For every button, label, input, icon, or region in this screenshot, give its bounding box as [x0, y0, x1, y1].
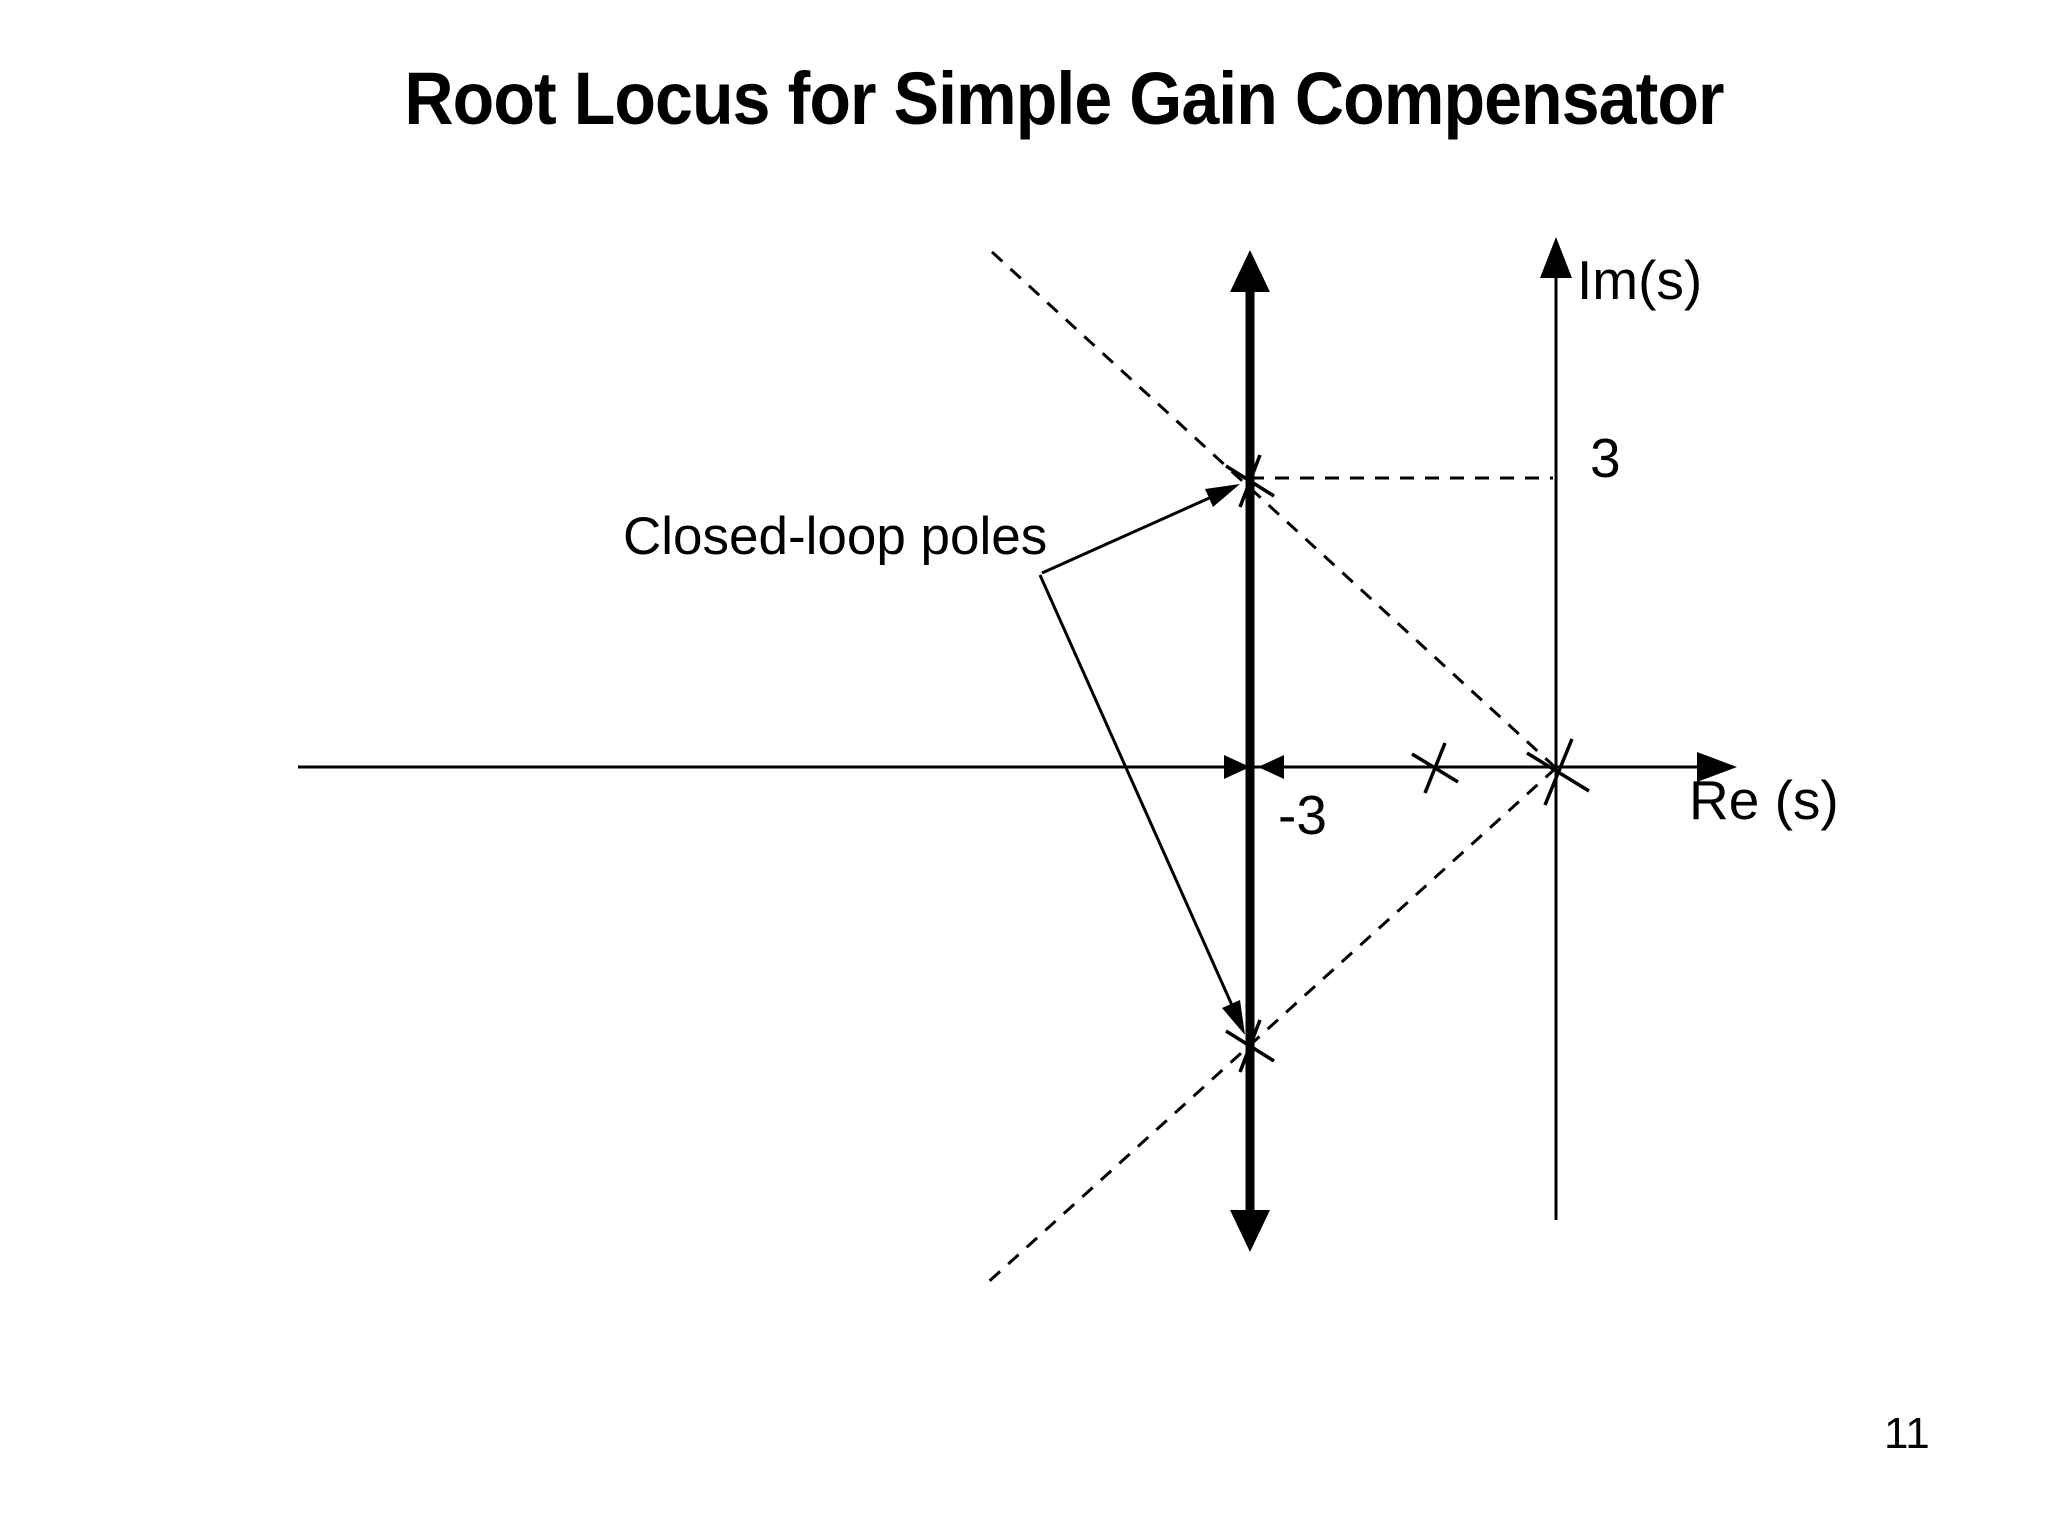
- annotation-pointer-lower-arrowhead-icon: [1222, 1000, 1245, 1035]
- locus-realaxis-left-arrowhead-icon: [1258, 755, 1284, 779]
- re-axis-label: Re (s): [1689, 769, 1839, 831]
- annotation-pointer-upper-line: [1041, 493, 1217, 575]
- closed-loop-poles-annotation: Closed-loop poles: [623, 507, 1048, 566]
- damping-guide-upper-dashed-line: [990, 250, 1558, 770]
- annotation-pointer-upper-arrowhead-icon: [1205, 484, 1240, 507]
- im-tick-label-3: 3: [1590, 427, 1621, 489]
- re-axis-arrowhead-icon: [1697, 752, 1737, 782]
- pole-x-real-axis-icon: [1411, 742, 1459, 794]
- closed-loop-pole-x-upper-icon: [1225, 454, 1275, 508]
- pole-x-origin-icon: [1526, 738, 1590, 806]
- annotation-pointer-lower-line: [1038, 574, 1237, 1013]
- im-axis-arrowhead-icon: [1540, 237, 1572, 278]
- page-number: 11: [1884, 1409, 1930, 1458]
- locus-down-arrowhead-icon: [1230, 1210, 1270, 1252]
- re-tick-label-minus3: -3: [1278, 784, 1327, 846]
- locus-realaxis-right-arrowhead-icon: [1224, 755, 1250, 779]
- slide-title: Root Locus for Simple Gain Compensator: [404, 57, 1724, 140]
- closed-loop-pole-x-lower-icon: [1225, 1019, 1275, 1073]
- locus-up-arrowhead-icon: [1230, 250, 1270, 292]
- im-axis-label: Im(s): [1577, 249, 1703, 311]
- damping-guide-lower-dashed-line: [983, 766, 1558, 1287]
